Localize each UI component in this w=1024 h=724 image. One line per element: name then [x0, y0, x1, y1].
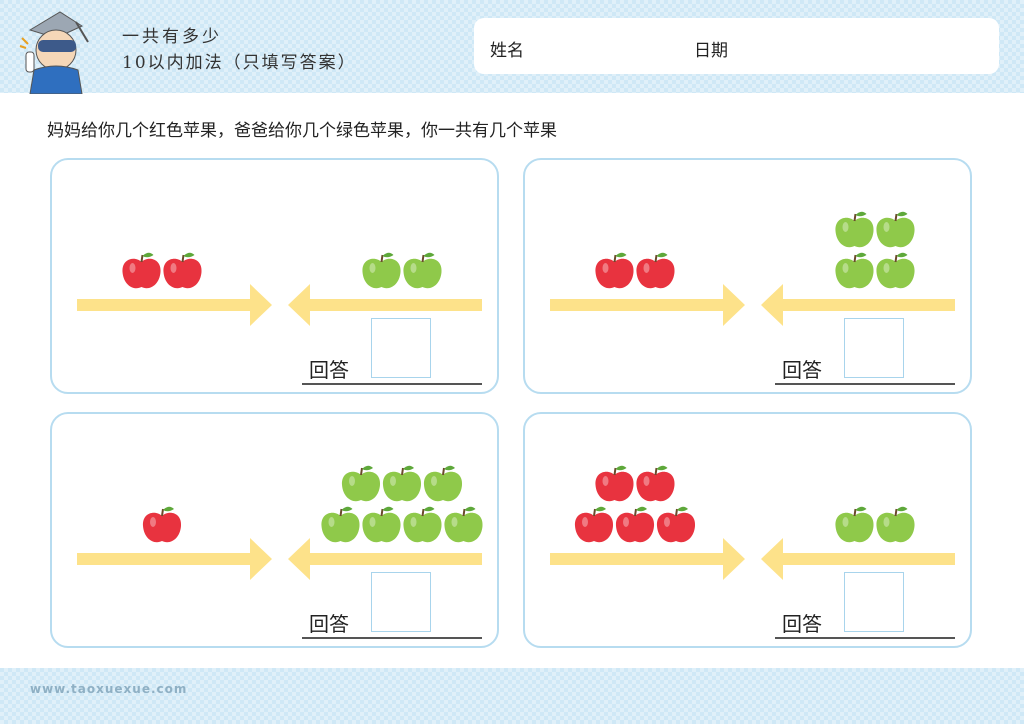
green-apple-icon	[876, 252, 915, 289]
left-arrow	[288, 538, 482, 580]
answer-box[interactable]	[844, 572, 904, 632]
instruction-text: 妈妈给你几个红色苹果，爸爸给你几个绿色苹果，你一共有几个苹果	[47, 121, 557, 141]
right-arrow	[77, 538, 272, 580]
answer-line	[302, 637, 482, 639]
left-arrow	[761, 538, 955, 580]
problem-panel-2: 回答	[523, 158, 972, 394]
problem-panel-3: 回答	[50, 412, 499, 648]
apple-scene	[77, 252, 482, 326]
green-apple-icon	[835, 506, 874, 543]
green-apple-icon	[835, 211, 874, 248]
name-date-box: 姓名 日期	[474, 18, 999, 74]
worksheet-title: 一共有多少	[122, 27, 222, 47]
footer-banner: www.taoxuexue.com	[0, 668, 1024, 724]
green-apple-icon	[403, 506, 442, 543]
red-apple-icon	[574, 506, 614, 543]
answer-box[interactable]	[371, 572, 431, 632]
apple-scene	[550, 465, 955, 580]
right-arrow	[77, 284, 272, 326]
apple-scene	[77, 465, 483, 580]
answer-line	[775, 637, 955, 639]
answer-box[interactable]	[844, 318, 904, 378]
red-apple-icon	[163, 252, 202, 289]
answer-label: 回答	[782, 612, 822, 636]
answer-line	[302, 383, 482, 385]
answer-line	[775, 383, 955, 385]
red-apple-icon	[595, 252, 634, 289]
name-label: 姓名	[490, 41, 524, 61]
red-apple-icon	[142, 506, 182, 543]
right-arrow	[550, 538, 745, 580]
header-banner: 一共有多少 10以内加法（只填写答案） 姓名 日期	[0, 0, 1024, 94]
green-apple-icon	[423, 465, 463, 502]
green-apple-icon	[362, 252, 401, 289]
left-arrow	[288, 284, 482, 326]
green-apple-icon	[835, 252, 874, 289]
green-apple-icon	[382, 465, 422, 502]
green-apple-icon	[362, 506, 401, 543]
green-apple-icon	[341, 465, 381, 502]
red-apple-icon	[595, 465, 634, 502]
green-apple-icon	[876, 211, 915, 248]
answer-label: 回答	[782, 358, 822, 382]
worksheet-subtitle: 10以内加法（只填写答案）	[122, 53, 357, 73]
red-apple-icon	[636, 252, 675, 289]
green-apple-icon	[876, 506, 915, 543]
problem-panel-4: 回答	[523, 412, 972, 648]
answer-label: 回答	[309, 358, 349, 382]
red-apple-icon	[615, 506, 655, 543]
answer-box[interactable]	[371, 318, 431, 378]
red-apple-icon	[636, 465, 675, 502]
apple-scene	[550, 211, 955, 326]
green-apple-icon	[403, 252, 442, 289]
answer-label: 回答	[309, 612, 349, 636]
problem-panel-1: 回答	[50, 158, 499, 394]
mascot-icon	[19, 11, 89, 94]
green-apple-icon	[444, 506, 483, 543]
right-arrow	[550, 284, 745, 326]
green-apple-icon	[321, 506, 360, 543]
left-arrow	[761, 284, 955, 326]
site-url: www.taoxuexue.com	[30, 682, 188, 696]
date-label: 日期	[694, 41, 728, 61]
red-apple-icon	[122, 252, 161, 289]
red-apple-icon	[656, 506, 696, 543]
